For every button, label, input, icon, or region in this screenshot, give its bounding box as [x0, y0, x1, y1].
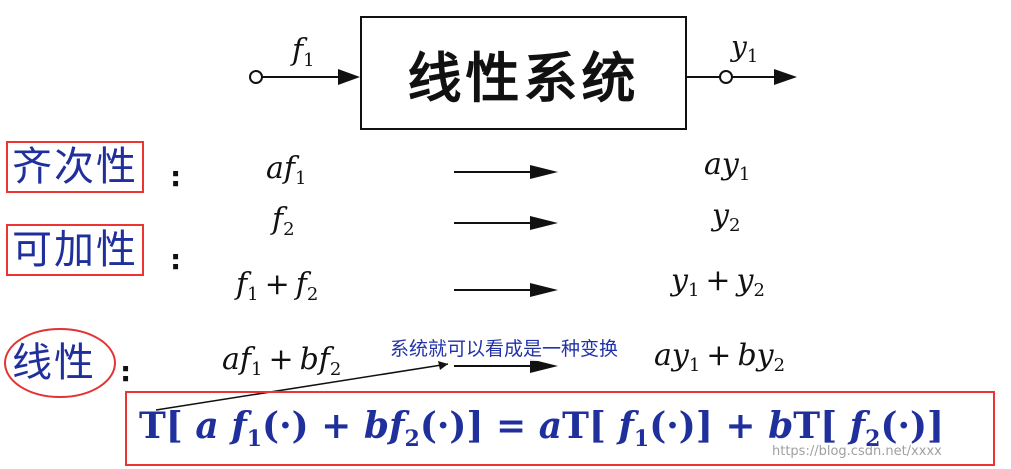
math-subscript: 1 [295, 168, 307, 189]
math-subscript: 1 [687, 280, 700, 301]
additivity-input-expr-1: f2 [272, 205, 295, 239]
formula-text: T[ [793, 405, 850, 447]
math-operator: + [264, 267, 290, 302]
math-variable: af [222, 342, 251, 377]
formula-text: (·)] = [419, 405, 539, 447]
math-subscript: 1 [738, 164, 751, 185]
math-subscript: 2 [306, 284, 319, 305]
linear-system-box: 线性系统 [360, 16, 687, 130]
output-terminal-circle [719, 70, 733, 84]
math-variable: y [712, 198, 729, 233]
formula-italic: f [849, 405, 866, 447]
formula-subscript: 2 [404, 426, 420, 452]
math-operator: + [268, 342, 294, 377]
math-subscript: 2 [753, 280, 765, 301]
system-label: 线性系统 [407, 46, 640, 110]
homogeneity-input-expr: af1 [266, 154, 306, 188]
math-subscript: 1 [251, 359, 263, 380]
input-terminal-circle [249, 70, 263, 84]
additivity-output-expr-1: y2 [712, 201, 740, 235]
math-operator: + [705, 263, 731, 298]
additivity-label-text: 可加性 [12, 227, 138, 273]
mapping-arrow-linearity [454, 359, 558, 373]
math-subscript: 1 [688, 355, 701, 376]
linearity-label-text: 线性 [12, 340, 96, 386]
output-subscript: 1 [746, 46, 759, 67]
math-subscript: 2 [773, 355, 786, 376]
mapping-arrow-additivity-1 [454, 216, 558, 230]
input-arrow-head [338, 69, 360, 85]
math-variable: ay [654, 338, 689, 373]
math-variable: f [295, 267, 307, 302]
additivity-input-expr-2: f1+f2 [236, 270, 318, 304]
math-variable: y [671, 263, 688, 298]
linearity-colon: : [120, 355, 132, 388]
formula-subscript: 1 [246, 426, 263, 452]
formula-italic: f [618, 405, 634, 447]
math-variable: af [266, 151, 295, 186]
formula-italic: a [538, 405, 563, 447]
annotation-pointer [155, 361, 449, 411]
math-subscript: 1 [247, 284, 259, 305]
linearity-formula-box: T[ a f1(·) + bf2(·)] = aT[ f1(·)] + bT[ … [125, 391, 995, 466]
output-label: y1 [731, 33, 758, 66]
math-variable: f [236, 267, 248, 302]
math-subscript: 2 [329, 359, 342, 380]
linearity-label: 线性 [12, 343, 96, 383]
math-variable: by [737, 338, 774, 373]
mapping-arrow-homogeneity [454, 165, 558, 179]
formula-text: (·) + [262, 405, 364, 447]
formula-text: (·)] + [649, 405, 769, 447]
additivity-label: 可加性 [6, 224, 144, 276]
formula-italic: b [768, 405, 794, 447]
input-label: f1 [292, 36, 315, 70]
formula-text: T[ [139, 405, 196, 447]
output-symbol: y [731, 30, 747, 63]
transform-annotation: 系统就可以看成是一种变换 [390, 334, 619, 361]
homogeneity-output-expr: ay1 [704, 150, 750, 184]
watermark-text: https://blog.csdn.net/xxxx [772, 444, 942, 459]
math-subscript: 2 [728, 215, 741, 236]
formula-text: (·)] [880, 405, 945, 447]
linearity-input-expr: af1+bf2 [222, 345, 341, 379]
math-variable: y [736, 263, 754, 298]
formula-subscript: 1 [633, 426, 650, 452]
homogeneity-label-text: 齐次性 [12, 144, 138, 190]
output-arrow-head [774, 69, 797, 85]
input-subscript: 1 [303, 50, 315, 71]
formula-subscript: 2 [865, 426, 881, 452]
homogeneity-colon: : [170, 160, 182, 193]
math-subscript: 2 [283, 219, 295, 240]
mapping-arrow-additivity-2 [454, 283, 558, 297]
math-variable: bf [299, 342, 330, 377]
linearity-output-expr: ay1+by2 [654, 341, 785, 375]
linearity-highlight-ellipse [4, 328, 116, 398]
formula-text: T[ [562, 405, 619, 447]
math-variable: f [272, 202, 284, 237]
formula-italic: bf [363, 405, 405, 447]
formula-italic: a f [195, 405, 247, 447]
homogeneity-label: 齐次性 [6, 141, 144, 193]
math-variable: ay [704, 147, 739, 182]
additivity-output-expr-2: y1+y2 [671, 266, 765, 300]
linearity-formula: T[ a f1(·) + bf2(·)] = aT[ f1(·)] + bT[ … [139, 405, 944, 452]
math-operator: + [706, 338, 732, 373]
input-symbol: f [292, 33, 304, 68]
additivity-colon: : [170, 243, 182, 276]
